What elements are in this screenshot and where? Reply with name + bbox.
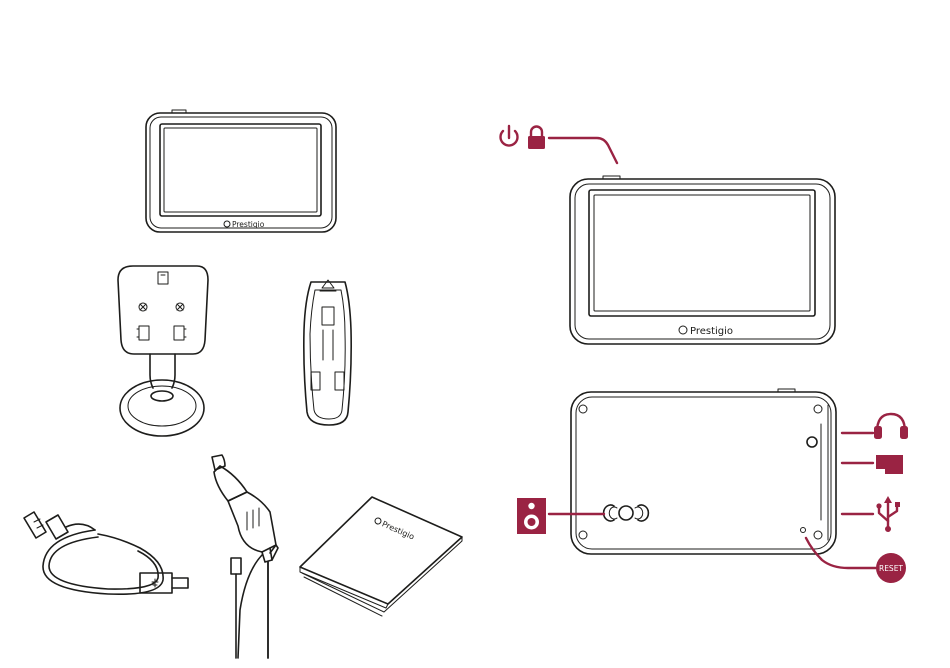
manual-logo: Prestigio — [381, 519, 416, 541]
gps-device-back — [571, 389, 836, 554]
headphones-icon — [874, 414, 908, 439]
usb-cable — [24, 512, 188, 594]
user-manual: Prestigio — [300, 497, 462, 616]
memory-card-callout — [842, 455, 903, 474]
gps-device-front: Prestigio — [570, 176, 835, 344]
reset-callout: RESET — [806, 538, 906, 583]
usb-callout — [842, 496, 900, 532]
headphones-callout — [842, 414, 908, 439]
reset-label: RESET — [879, 564, 903, 573]
micro-sd-card-icon — [876, 455, 903, 474]
speaker-callout — [517, 498, 604, 534]
power-icon — [500, 126, 517, 146]
suction-mount — [118, 266, 208, 436]
reset-button-icon: RESET — [876, 553, 906, 583]
lock-icon — [528, 127, 545, 150]
speaker-icon — [517, 498, 546, 534]
large-device-logo: Prestigio — [690, 326, 733, 337]
power-lock-callout — [500, 126, 617, 163]
usb-icon — [876, 496, 900, 532]
small-device-logo: Prestigio — [232, 220, 265, 229]
speaker-grille — [604, 505, 649, 521]
gps-device-front-small: Prestigio — [146, 110, 336, 232]
car-charger — [212, 455, 278, 658]
device-holder — [304, 280, 351, 425]
